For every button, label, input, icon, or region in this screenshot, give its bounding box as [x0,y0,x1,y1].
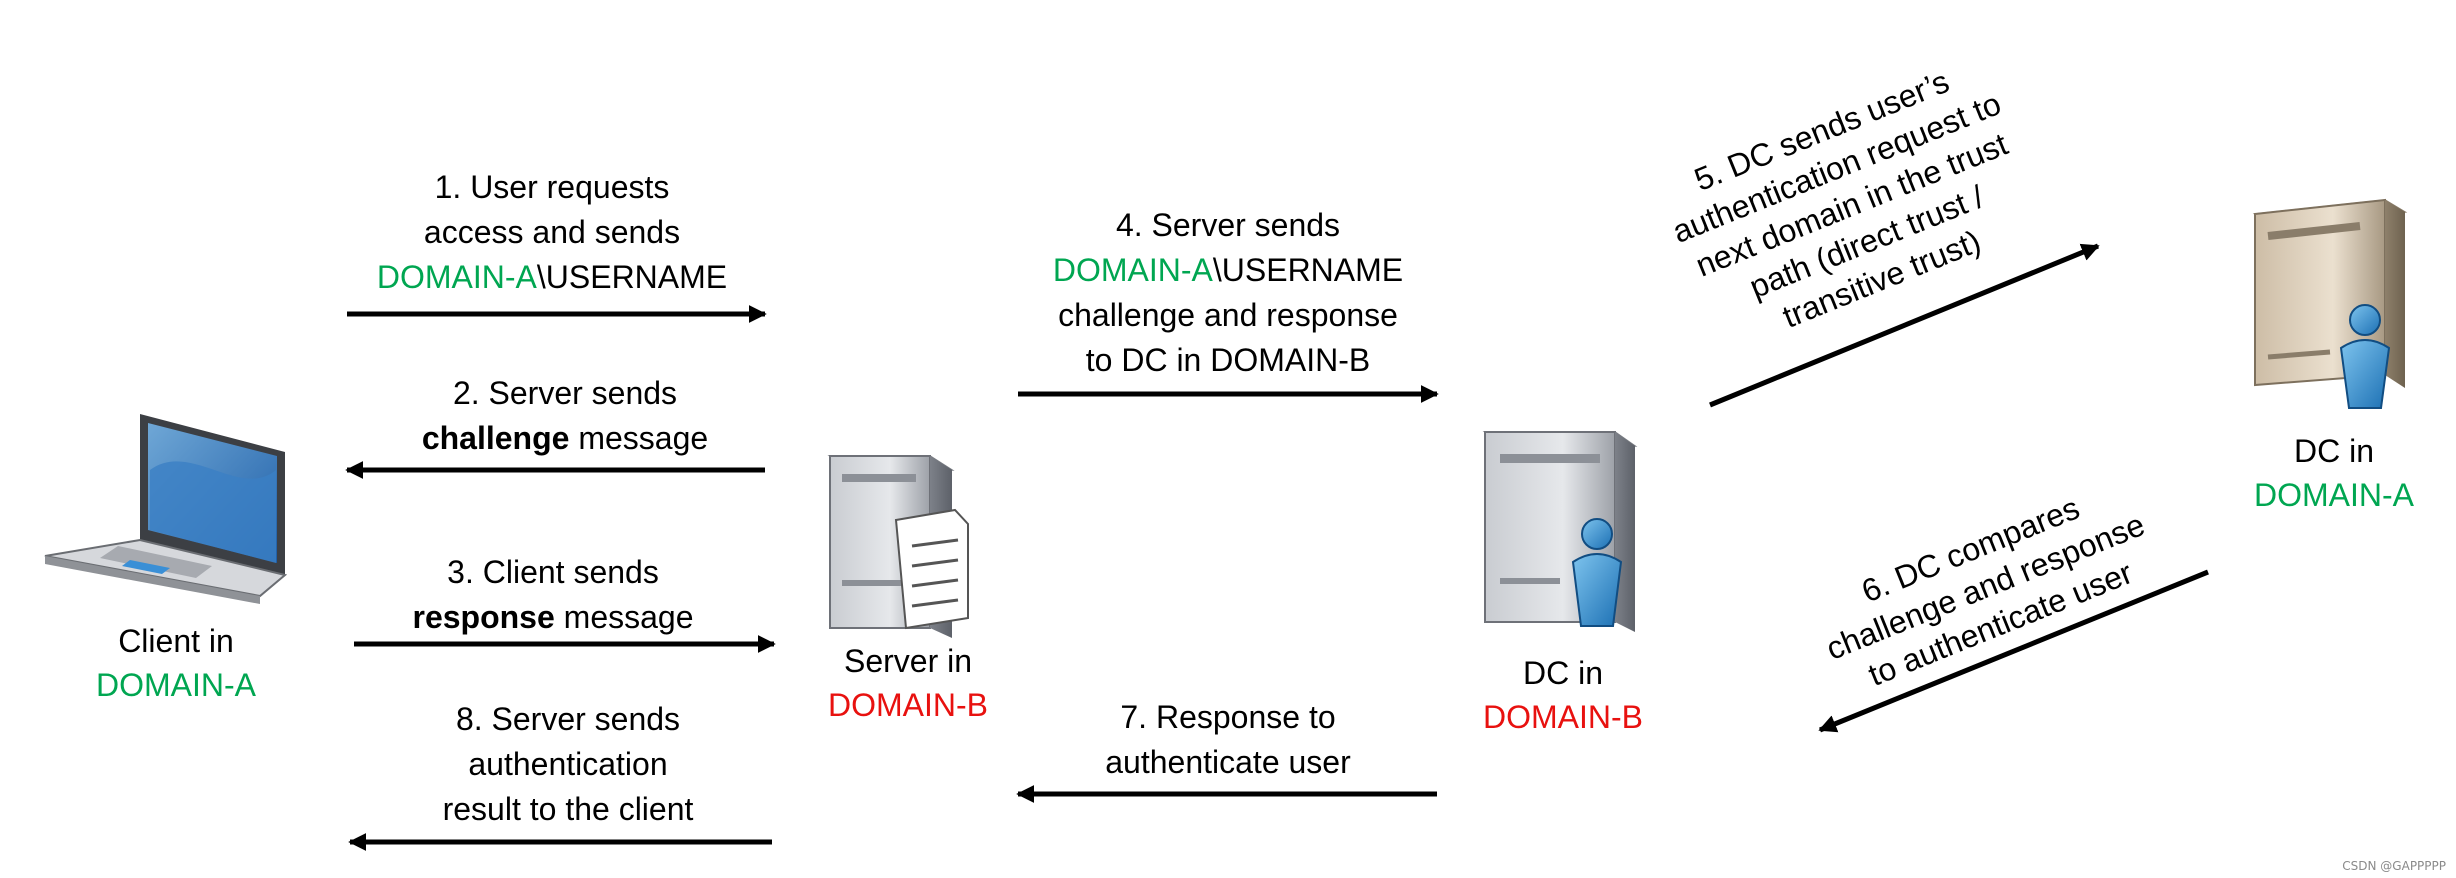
server-domain-label: DOMAIN-B [828,687,988,723]
arrow-step-6 [1818,569,2209,733]
step-4-username: \USERNAME [1213,252,1403,288]
step-4-line-3: challenge and response [1058,297,1398,333]
step-1-username: \USERNAME [537,259,727,295]
watermark: CSDN @GAPPPPP [2342,859,2446,873]
step-5-label: 5. DC sends user’s authentication reques… [1667,63,2012,335]
server-user-icon [1482,431,1638,632]
step-3-line-1: 3. Client sends [447,554,659,590]
step-3-bold: response [412,599,554,635]
client-label: Client in [118,623,234,659]
step-8-line-1: 8. Server sends [456,701,680,737]
arrow-step-5 [1709,243,2100,408]
step-1-line-2: access and sends [424,214,680,250]
step-4-line-4: to DC in DOMAIN-B [1086,342,1370,378]
step-7-label: 7. Response to authenticate user [1105,699,1351,780]
step-7-line-1: 7. Response to [1120,699,1335,735]
laptop-icon [44,414,288,604]
step-4-domain: DOMAIN-A [1053,252,1214,288]
server-document-icon [827,455,969,638]
step-2-line-2: challenge message [422,420,708,456]
step-1-label: 1. User requests access and sends DOMAIN… [377,169,727,295]
step-1-line-1: 1. User requests [435,169,670,205]
dc-b-domain-label: DOMAIN-B [1483,699,1643,735]
step-4-label: 4. Server sends DOMAIN-A\USERNAME challe… [1053,207,1403,378]
step-8-line-3: result to the client [443,791,694,827]
step-8-label: 8. Server sends authentication result to… [443,701,694,827]
step-3-line-2: response message [412,599,693,635]
step-3-rest: message [555,599,694,635]
step-6-label: 6. DC compares challenge and response to… [1821,489,2150,693]
server-label: Server in [844,643,972,679]
dc-b-label: DC in [1523,655,1603,691]
step-2-bold: challenge [422,420,570,456]
client-domain-label: DOMAIN-A [96,667,257,703]
step-3-label: 3. Client sends response message [412,554,693,635]
step-4-line-1: 4. Server sends [1116,207,1340,243]
step-1-domain: DOMAIN-A [377,259,538,295]
server-user-icon [2252,198,2408,409]
dc-a-label: DC in [2294,433,2374,469]
dc-a-domain-label: DOMAIN-A [2254,477,2415,513]
step-1-line-3: DOMAIN-A\USERNAME [377,259,727,295]
step-2-label: 2. Server sends challenge message [422,375,708,456]
step-7-line-2: authenticate user [1105,744,1351,780]
step-4-line-2: DOMAIN-A\USERNAME [1053,252,1403,288]
step-2-line-1: 2. Server sends [453,375,677,411]
step-2-rest: message [569,420,708,456]
step-8-line-2: authentication [468,746,667,782]
